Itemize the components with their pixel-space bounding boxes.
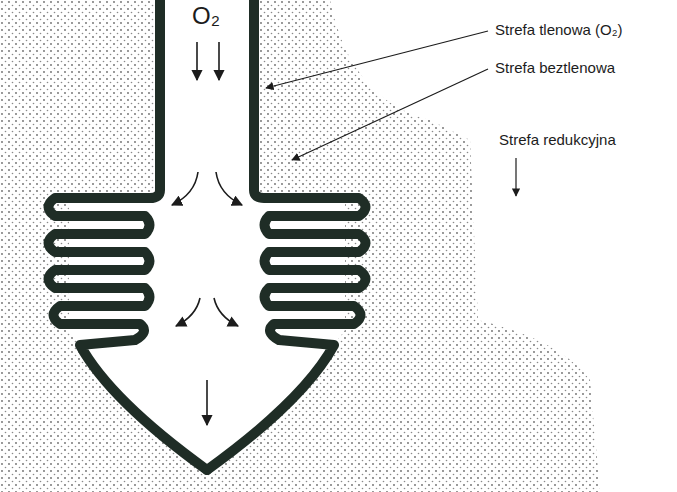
zone-label: Strefa beztlenowa xyxy=(492,58,618,77)
tube-wall xyxy=(49,0,366,470)
leader-lines xyxy=(266,31,516,196)
gas-label: O₂ xyxy=(192,2,220,30)
flow-arrows xyxy=(172,42,242,425)
zone-label: Strefa redukcyjna xyxy=(496,130,619,149)
zone-label: Strefa tlenowa (O₂) xyxy=(492,20,626,39)
